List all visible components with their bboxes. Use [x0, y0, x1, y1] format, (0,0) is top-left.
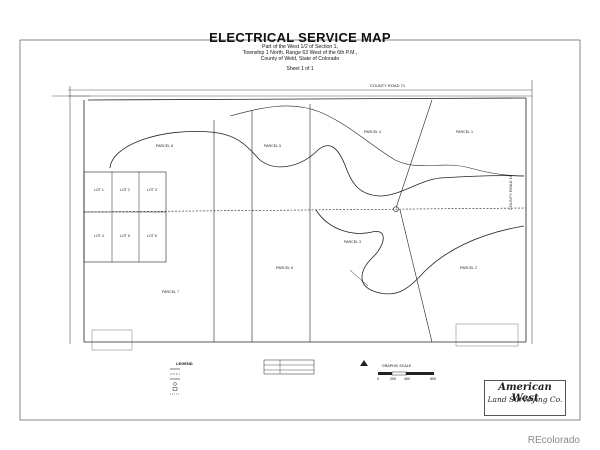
lot-2-label: LOT 2	[120, 188, 130, 192]
section-midline	[83, 207, 527, 213]
floodplain-line-parcel-2	[315, 209, 525, 295]
lot-1-label: LOT 1	[94, 188, 104, 192]
floodplain-line-south	[229, 105, 525, 177]
lot-3-label: LOT 3	[147, 188, 157, 192]
sheet-border	[19, 39, 581, 421]
scale-tick-200: 200	[390, 377, 396, 381]
utility-pole-icon	[393, 206, 399, 212]
parcel-4-label: PARCEL 4	[364, 130, 381, 134]
logo-line-1: American West	[498, 382, 552, 404]
lot-6-label: LOT 6	[147, 234, 157, 238]
notes-box-left	[91, 329, 133, 351]
property-north-line	[87, 97, 527, 101]
sheet-number: Sheet 1 of 1	[286, 66, 314, 72]
floodplain-line-north	[109, 131, 525, 197]
subtitle-line-2: Township 1 North, Range 63 West of the 6…	[242, 50, 358, 56]
road-label-16: COUNTY ROAD 16	[508, 174, 513, 210]
graphic-scale-label: GRAPHIC SCALE	[382, 364, 412, 368]
legend-title: LEGEND	[176, 361, 193, 366]
subtitle-line-1: Part of the West 1/2 of Section 1,	[261, 44, 339, 50]
company-logo: American West Land Surveying Co.	[484, 380, 566, 416]
lot-4-label: LOT 4	[94, 234, 104, 238]
scale-seg-1	[378, 372, 392, 375]
scale-tick-800: 800	[430, 377, 436, 381]
parcel-2-label: PARCEL 2	[460, 266, 477, 270]
scale-tick-0: 0	[377, 377, 379, 381]
leader-line	[349, 269, 369, 287]
divider-parcel-3-2	[399, 209, 433, 343]
north-arrow-icon	[360, 360, 368, 366]
parcel-6-label: PARCEL 6	[276, 266, 293, 270]
parcel-7-label: PARCEL 7	[162, 290, 179, 294]
legend-sym-4	[173, 382, 177, 386]
lots-block	[83, 171, 167, 263]
parcel-1-label: PARCEL 1	[456, 130, 473, 134]
parcel-3-label: PARCEL 3	[344, 240, 361, 244]
parcel-5-label: PARCEL 5	[264, 144, 281, 148]
watermark: REcolorado	[527, 435, 580, 446]
road-label-71: COUNTY ROAD 71	[370, 83, 406, 88]
utility-table	[263, 359, 315, 375]
scale-tick-400: 400	[404, 377, 410, 381]
subtitle-line-3: County of Weld, State of Colorado	[260, 56, 340, 62]
page-title: ELECTRICAL SERVICE MAP	[209, 30, 391, 45]
scale-seg-3	[406, 372, 434, 375]
lot-5-label: LOT 5	[120, 234, 130, 238]
legend-sym-5	[172, 387, 178, 391]
divider-parcel-4-1	[395, 99, 433, 209]
notes-box-right	[455, 323, 519, 347]
scale-seg-2	[391, 371, 407, 376]
parcel-8-label: PARCEL 8	[156, 144, 173, 148]
logo-line-2: Land Surveying Co.	[487, 395, 563, 404]
